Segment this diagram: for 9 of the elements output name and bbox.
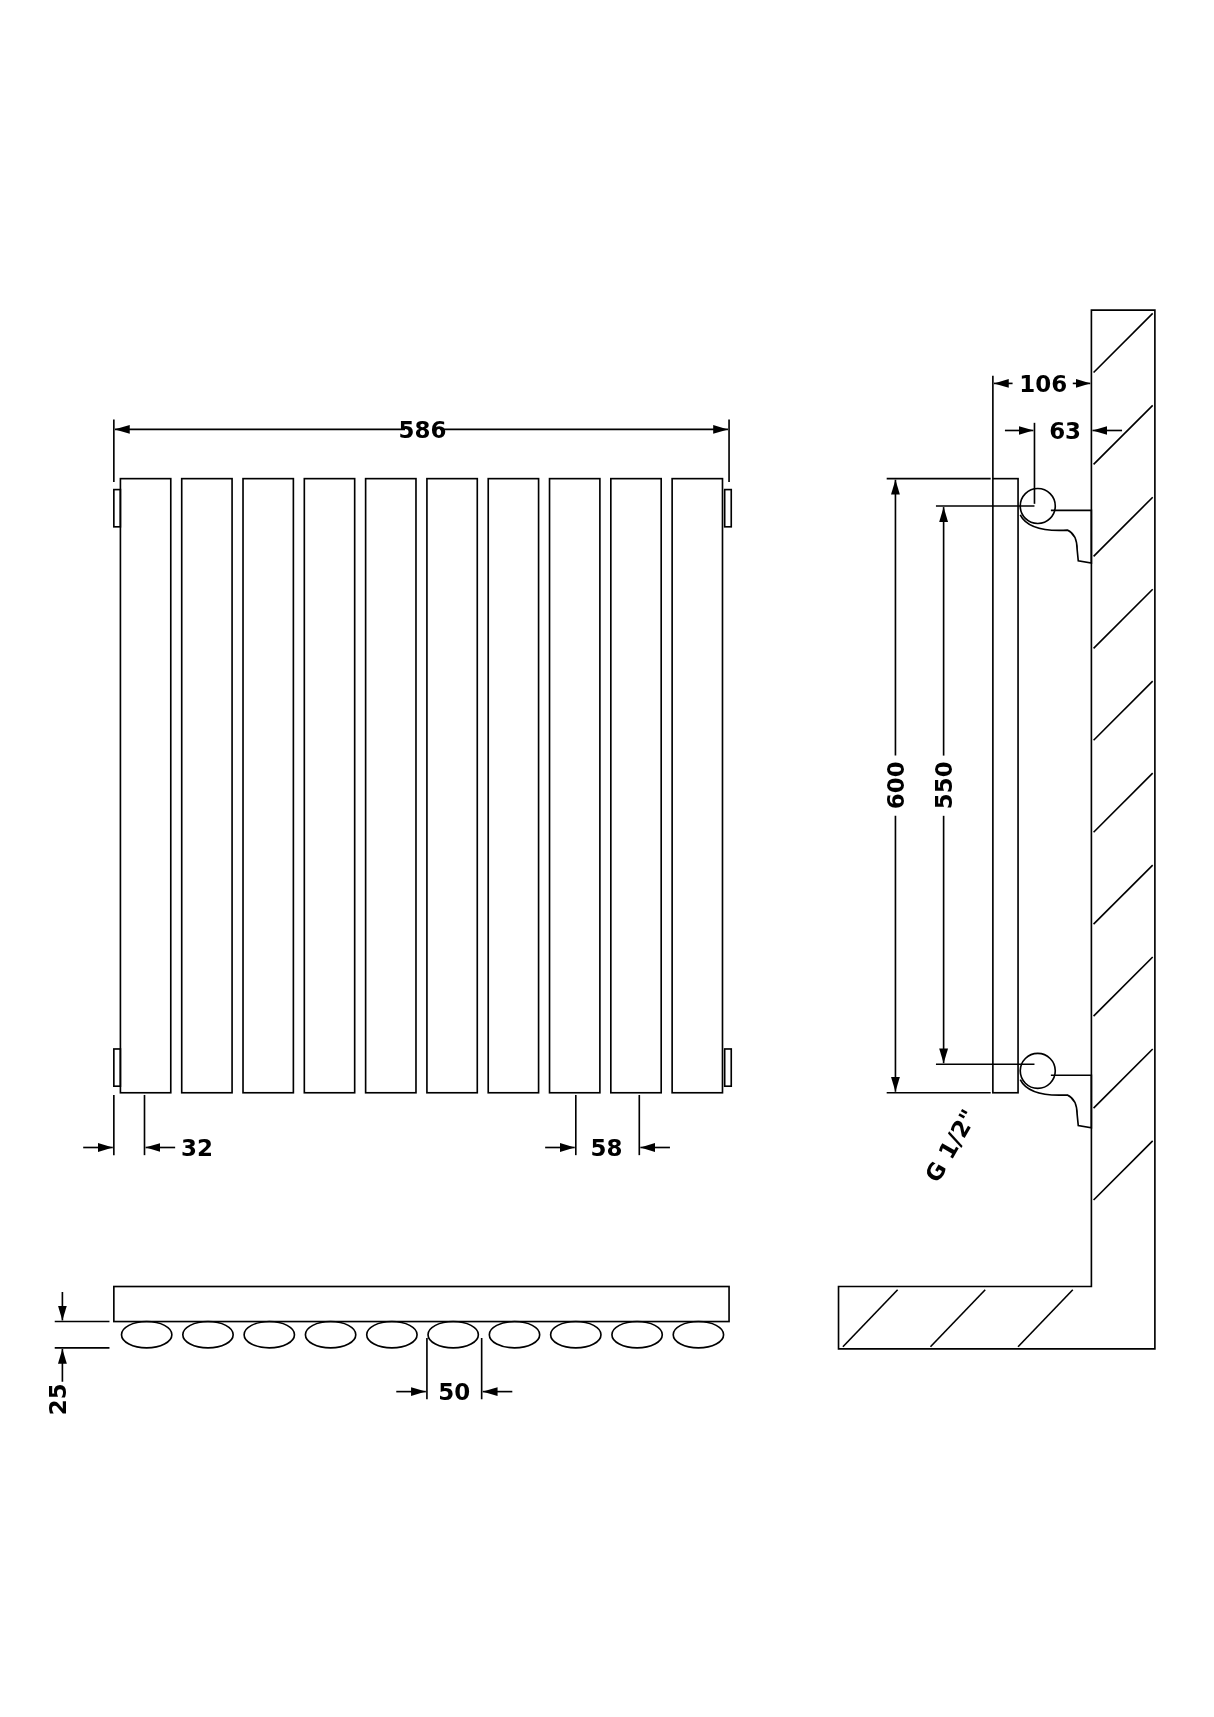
dimension-label: 600 [883,761,910,810]
dimension-label: 50 [438,1379,471,1406]
dimension-label: 32 [181,1135,214,1162]
dimension-label: 63 [1049,418,1082,445]
dimension-label: 586 [398,417,447,444]
dimension-label: 25 [44,1383,71,1416]
dimension-label: 58 [590,1135,623,1162]
dimension-label: 106 [1019,371,1068,398]
dimension-label: 550 [931,761,958,810]
